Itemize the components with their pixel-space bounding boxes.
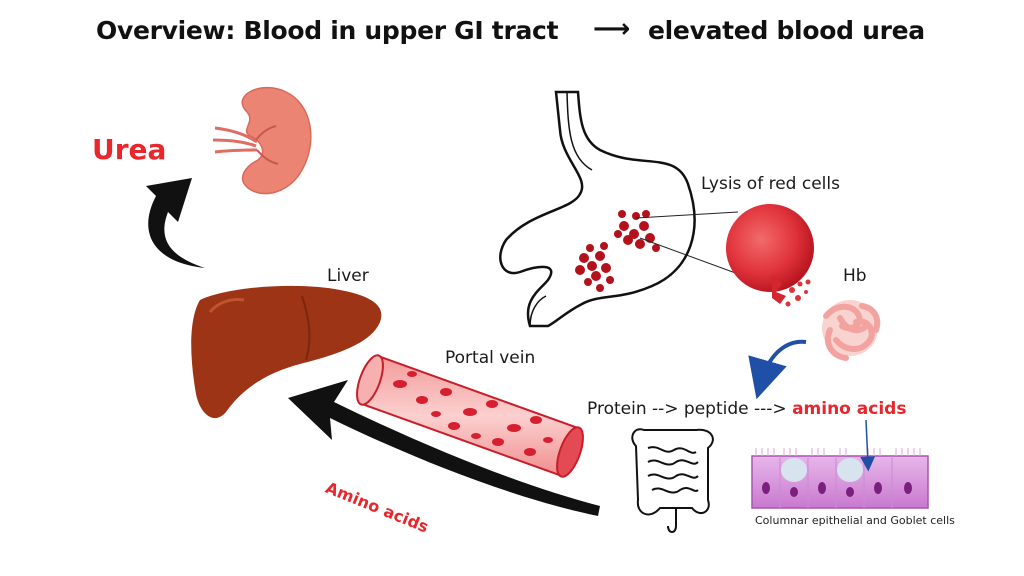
epithelium-icon bbox=[751, 448, 929, 509]
hemoglobin-icon bbox=[822, 300, 881, 361]
liver-label: Liver bbox=[327, 266, 369, 286]
intestine-icon bbox=[631, 428, 714, 533]
pointer-line bbox=[635, 211, 739, 219]
title-arrow: ⟶ bbox=[593, 14, 631, 44]
pointer-arrow-blue bbox=[860, 419, 876, 472]
curved-arrow-up bbox=[146, 178, 205, 268]
urea-label: Urea bbox=[92, 133, 167, 166]
portal-vein-label: Portal vein bbox=[445, 348, 536, 368]
title-right: elevated blood urea bbox=[648, 16, 925, 45]
amino-acids-highlight: amino acids bbox=[792, 399, 907, 419]
kidney-icon bbox=[212, 87, 312, 195]
liver-icon bbox=[191, 285, 382, 419]
cells-caption: Columnar epithelial and Goblet cells bbox=[755, 514, 955, 527]
protein-text: Protein --> peptide ---> bbox=[587, 399, 787, 419]
protein-pathway-label: Protein --> peptide ---> amino acids bbox=[587, 399, 906, 419]
lysis-label: Lysis of red cells bbox=[701, 174, 840, 194]
hb-label: Hb bbox=[843, 266, 867, 286]
blue-arrow-curved bbox=[748, 339, 807, 400]
stomach-icon bbox=[499, 90, 696, 328]
amino-acid-arrow bbox=[288, 380, 600, 516]
red-cell-icon bbox=[726, 204, 814, 307]
title-left: Overview: Blood in upper GI tract bbox=[96, 16, 559, 45]
portal-vein-icon bbox=[356, 354, 584, 478]
